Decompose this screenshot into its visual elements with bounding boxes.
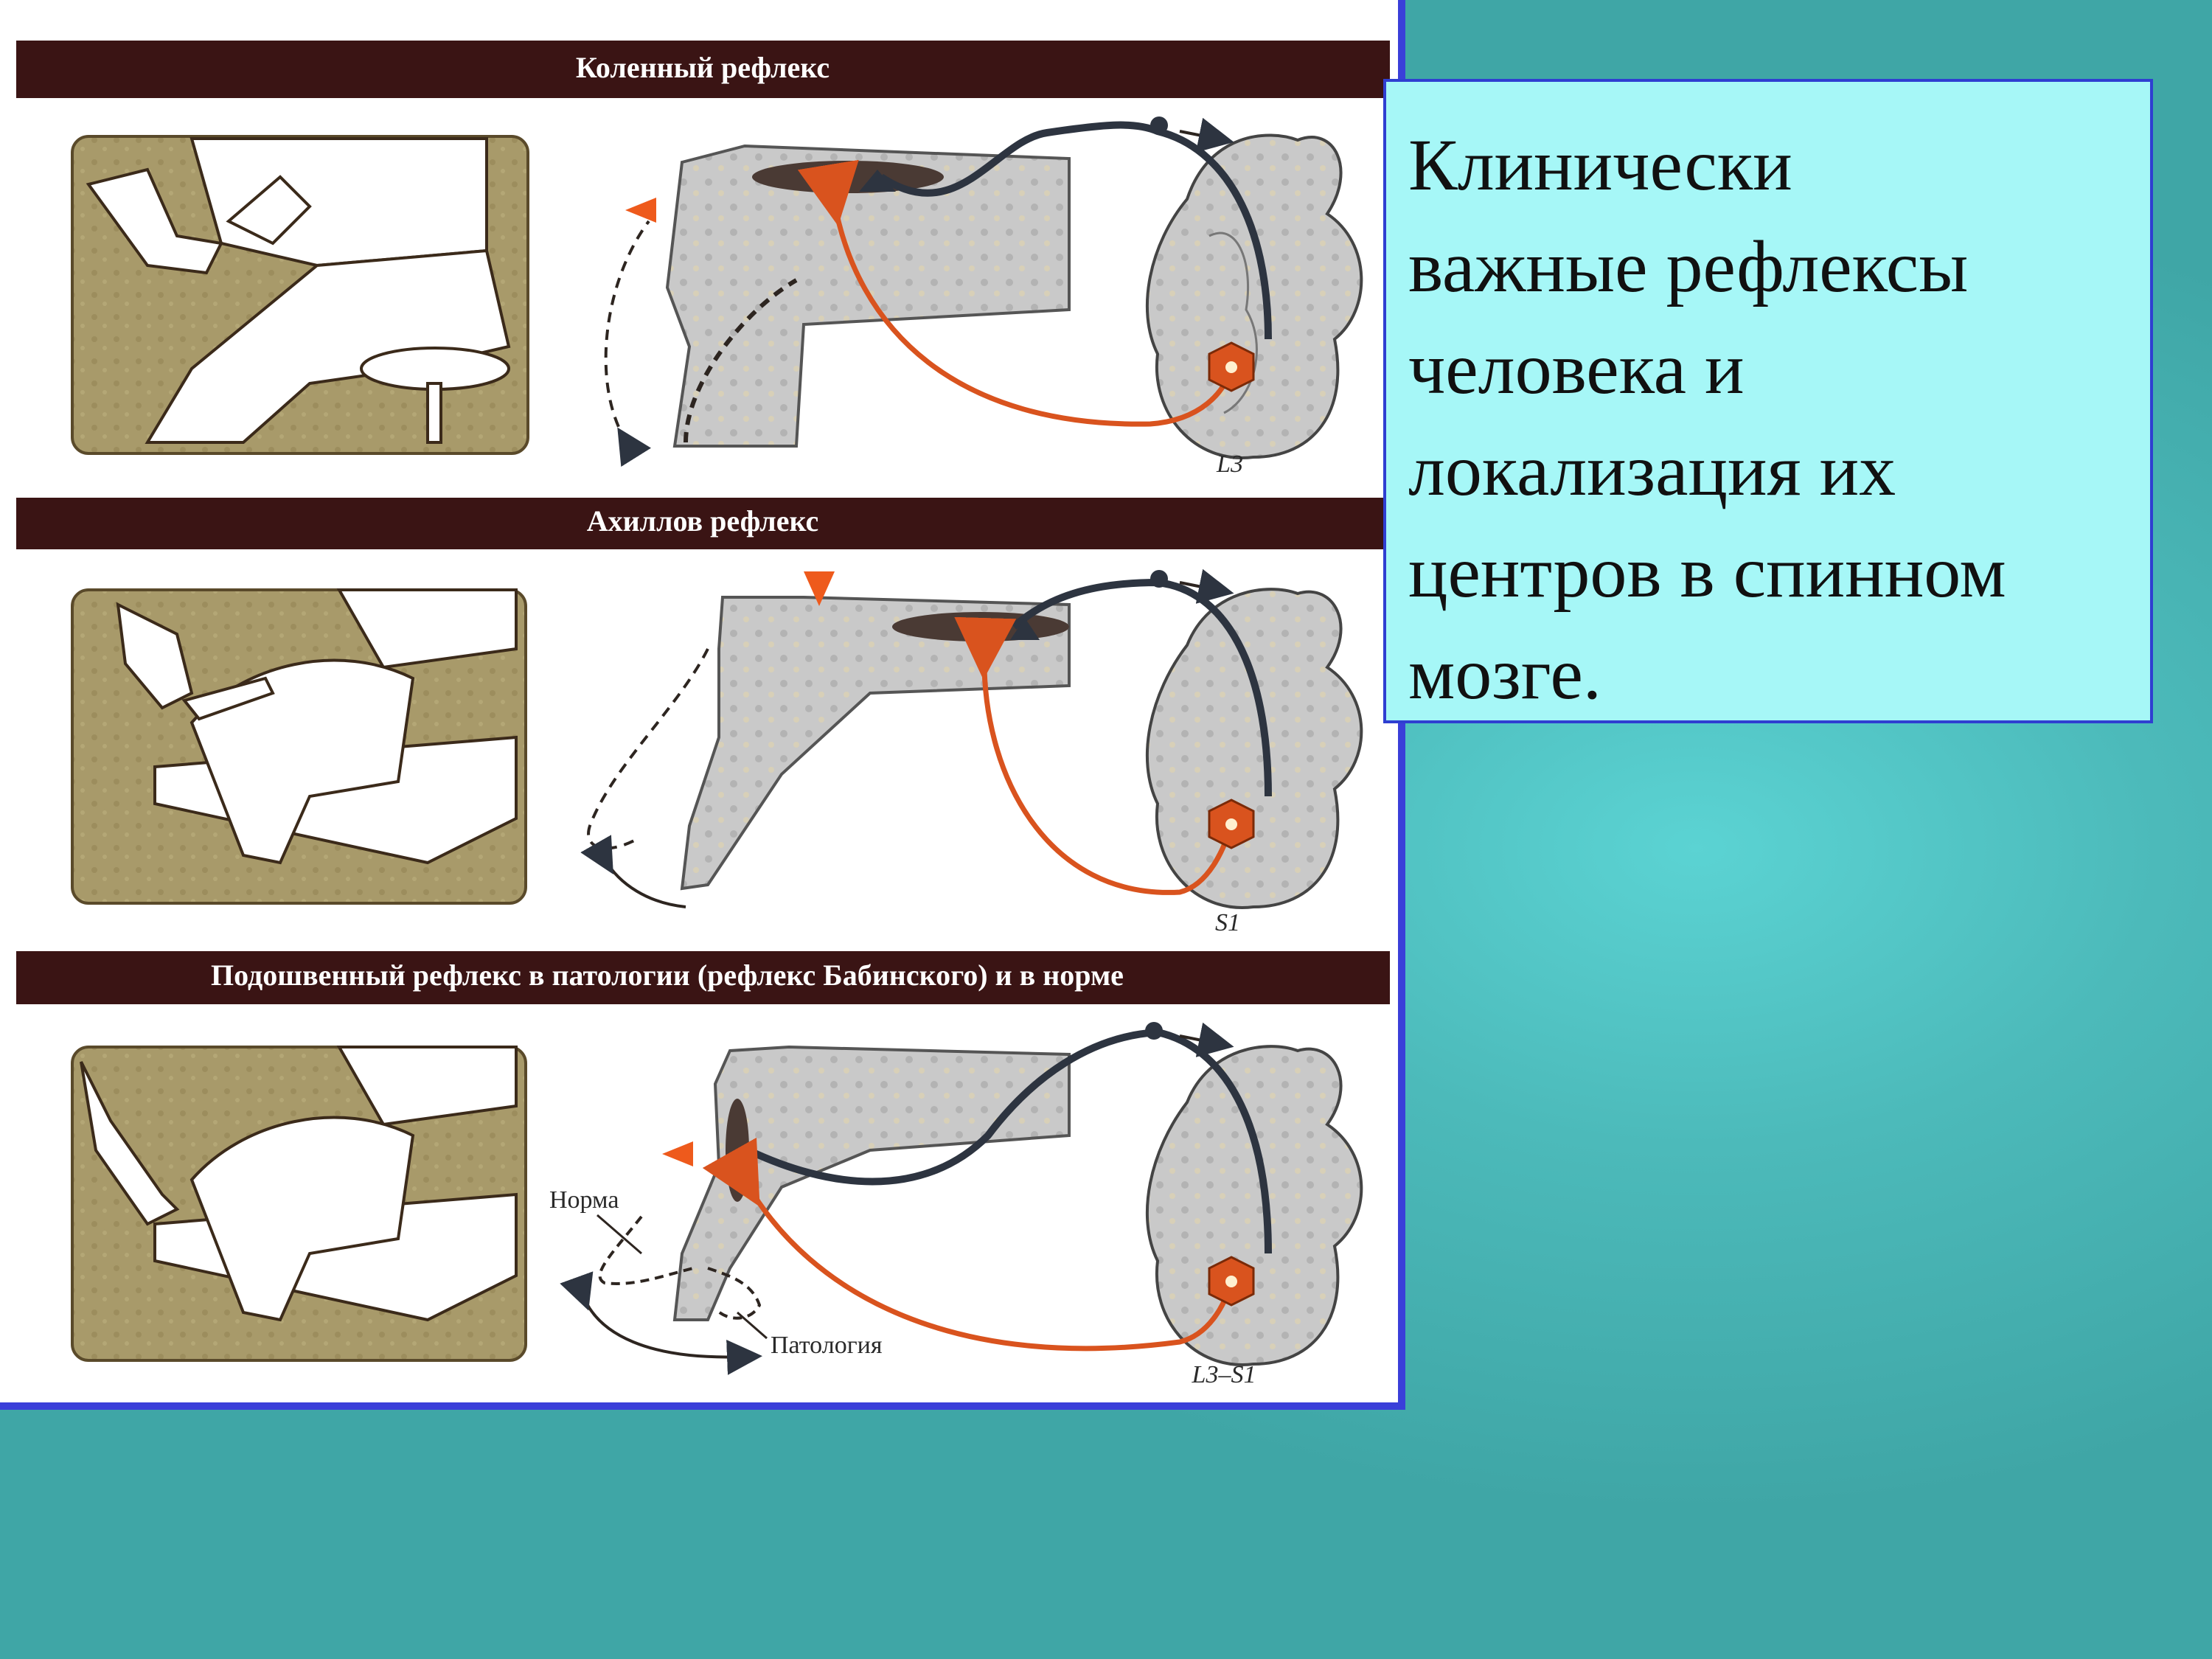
- spinal-cord-section: [1145, 1045, 1363, 1366]
- stimulus-marker: [804, 571, 835, 606]
- pathology-label-leader: [737, 1311, 768, 1340]
- impulse-direction-arrow: [1179, 117, 1234, 153]
- calf-muscle: [892, 612, 1069, 641]
- foot-movement-trace: [587, 648, 709, 850]
- grey-matter-outline: [1208, 232, 1258, 414]
- impulse-direction-arrow: [1179, 1022, 1234, 1057]
- spinal-segment-label: L3–S1: [1192, 1361, 1256, 1388]
- motor-end-marker: [1010, 618, 1040, 640]
- motor-end-marker: [859, 170, 896, 192]
- stimulus-marker: [662, 1141, 693, 1166]
- panel-plantar-reflex: Подошвенный рефлекс в патологии (рефлекс…: [16, 951, 1390, 1388]
- stimulus-marker: [625, 198, 656, 223]
- panel-title-band: [16, 41, 1390, 98]
- kneeling-patient-drawing: [116, 588, 518, 865]
- neuron-nucleus: [1225, 361, 1237, 373]
- lower-leg-illustration: [680, 596, 1071, 891]
- leg-movement-trace: [684, 278, 798, 443]
- slide-heading-line: человека и: [1408, 327, 1745, 409]
- pathology-label: Патология: [771, 1332, 883, 1359]
- panel-title: Коленный рефлекс: [576, 51, 830, 84]
- panel-achilles-reflex: Ахиллов рефлекс: [16, 498, 1390, 936]
- slide-heading-box: Клинически важные рефлексы человека и ло…: [1383, 79, 2153, 723]
- slide-heading-line: Клинически: [1408, 124, 1792, 206]
- motor-pathway: [746, 1028, 1272, 1254]
- slide-heading-line: локализация их: [1408, 429, 1896, 511]
- neuron-nucleus: [1225, 1276, 1237, 1287]
- spinal-segment-label: L3: [1216, 451, 1243, 478]
- panel-title: Ахиллов рефлекс: [587, 504, 819, 538]
- normal-label: Норма: [549, 1186, 619, 1214]
- panel-knee-reflex: Коленный рефлекс: [16, 41, 1390, 478]
- slide-heading-line: важные рефлексы: [1408, 226, 1969, 307]
- motor-pathway: [879, 121, 1272, 340]
- ganglion-node: [1145, 1022, 1163, 1040]
- spinal-segment-label: S1: [1215, 909, 1240, 936]
- sole-stimulation-drawing: [80, 1046, 518, 1322]
- kick-arc-dashed: [604, 220, 652, 467]
- spinal-cord-section: [1145, 588, 1363, 909]
- reflex-figure: Коленный рефлекс: [0, 0, 1405, 1410]
- ganglion-node: [1150, 570, 1168, 588]
- normal-label-leader: [597, 1214, 642, 1255]
- slide-heading-line: мозге.: [1408, 633, 1601, 714]
- panel-title: Подошвенный рефлекс в патологии (рефлекс…: [211, 959, 1124, 992]
- neuron-nucleus: [1225, 818, 1237, 830]
- motor-pathway: [1011, 578, 1272, 797]
- sensory-pathway: [797, 159, 1233, 427]
- impulse-direction-arrow: [1179, 568, 1234, 604]
- panel-title-band: [16, 498, 1390, 549]
- slide-heading-line: центров в спинном: [1408, 531, 2006, 613]
- spinal-cord-section: [1145, 133, 1363, 459]
- reflex-illustration: Коленный рефлекс: [16, 41, 1390, 1388]
- sensory-pathway: [702, 1137, 1233, 1352]
- ganglion-node: [1150, 116, 1168, 134]
- plantar-flexion-arc: [580, 835, 686, 908]
- seated-patient-drawing: [86, 137, 511, 444]
- panel-title-band: [16, 951, 1390, 1004]
- sensory-pathway: [954, 616, 1233, 895]
- toe-movement-arc: [560, 1271, 762, 1375]
